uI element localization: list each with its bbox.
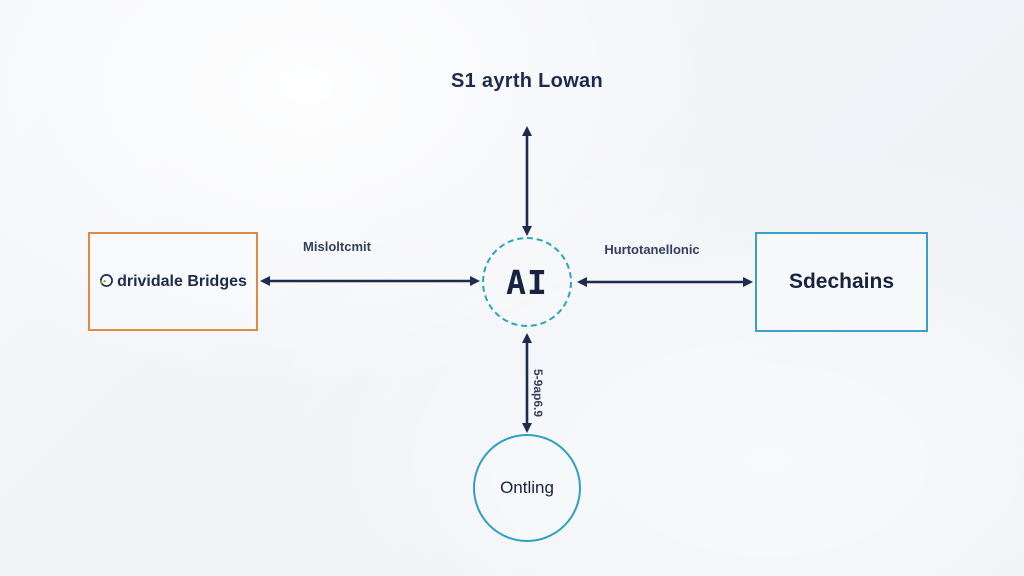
node-top-label: S1 ayrth Lowan xyxy=(450,70,603,92)
node-left-box: drividale Bridges xyxy=(88,232,258,331)
node-right-box: Sdechains xyxy=(755,232,928,332)
edge-label-bottom: 5-9ap6.9 xyxy=(531,368,545,418)
node-right-label: Sdechains xyxy=(788,270,895,293)
node-center-label: AI xyxy=(506,262,548,302)
arrow-center-to-bottom xyxy=(522,333,532,433)
node-left-label: drividale Bridges xyxy=(117,272,247,290)
node-left-label-wrap: drividale Bridges xyxy=(99,272,247,292)
arrow-left-to-center xyxy=(260,276,480,286)
circular-logo-mark-icon xyxy=(99,273,114,293)
node-center-circle: AI xyxy=(482,237,572,327)
node-bottom-label: Ontling xyxy=(500,478,554,497)
edge-label-right: Hurtotanellonic xyxy=(604,242,700,257)
edge-label-left: Misloltcmit xyxy=(303,239,371,254)
node-bottom-circle: Ontling xyxy=(473,434,581,542)
arrow-top-to-center xyxy=(522,126,532,236)
arrow-center-to-right xyxy=(577,277,753,287)
